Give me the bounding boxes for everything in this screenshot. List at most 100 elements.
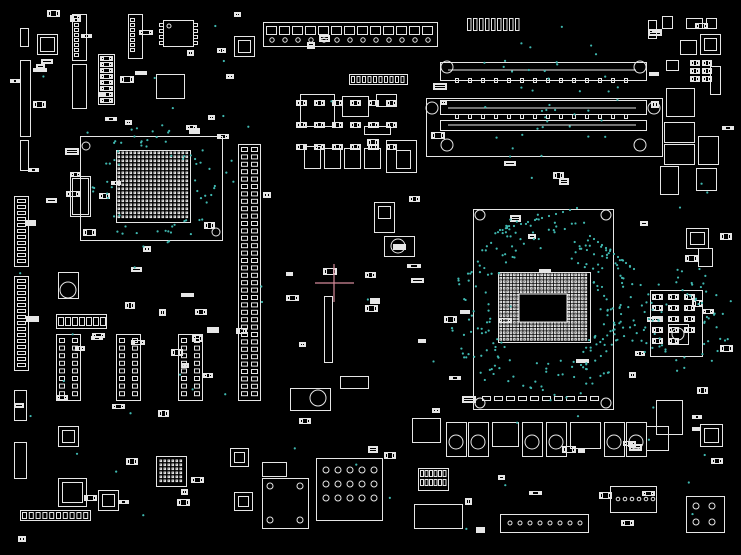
bga-ball xyxy=(149,167,153,171)
connector xyxy=(610,486,657,513)
smd-pad xyxy=(165,411,168,416)
via xyxy=(568,125,571,128)
bga-ball xyxy=(167,467,171,471)
header-pin xyxy=(409,26,420,35)
bga-ball xyxy=(121,199,125,203)
header-pin xyxy=(17,309,26,313)
header-pin xyxy=(241,235,248,241)
bga-ball xyxy=(161,155,165,159)
bga-ball xyxy=(530,290,533,294)
via xyxy=(588,244,591,247)
via xyxy=(535,362,538,365)
ic-pin xyxy=(193,35,198,39)
smd-pad xyxy=(77,16,80,21)
header-pin xyxy=(367,76,372,83)
bga-ball xyxy=(557,290,560,294)
bga-ball xyxy=(157,167,161,171)
bga-ball xyxy=(185,163,189,167)
bga-ball xyxy=(173,203,177,207)
io-pin xyxy=(370,494,378,502)
smd-pad xyxy=(109,75,112,78)
cpu-socket-frame xyxy=(473,209,614,410)
bga-ball xyxy=(574,287,577,290)
smd-pad xyxy=(529,235,535,238)
smd-component xyxy=(407,264,421,268)
smd-component xyxy=(722,126,734,130)
header-pin xyxy=(389,76,394,83)
bga-ball xyxy=(499,276,503,280)
via xyxy=(484,291,487,294)
via xyxy=(465,527,468,530)
ic-package xyxy=(56,334,81,401)
smd-pad xyxy=(685,306,688,310)
mount-hole xyxy=(266,482,274,490)
via xyxy=(501,228,504,232)
header-pin xyxy=(425,37,431,43)
component-outline xyxy=(342,96,369,117)
bga-ball xyxy=(129,215,133,219)
bga-ball xyxy=(506,297,509,300)
bga-ball xyxy=(121,159,125,163)
header-pin xyxy=(251,376,258,382)
bga-ball xyxy=(125,203,129,207)
via xyxy=(260,300,264,304)
via xyxy=(293,447,296,450)
via xyxy=(529,386,532,389)
header-pin xyxy=(251,346,258,352)
header-pin xyxy=(251,265,258,271)
bga-ball xyxy=(509,310,513,314)
bga-ball xyxy=(584,300,588,304)
via xyxy=(484,331,487,334)
bga-ball xyxy=(499,338,503,341)
bga-ball xyxy=(557,283,560,287)
bga-ball xyxy=(129,159,133,163)
smd-pad xyxy=(499,319,502,322)
header-pin xyxy=(17,241,26,245)
connector-pin xyxy=(527,520,533,526)
bga-ball xyxy=(157,187,161,191)
component-outline xyxy=(364,148,381,169)
header-pin xyxy=(292,26,303,35)
via xyxy=(555,61,558,64)
via xyxy=(568,208,572,212)
bga-ball xyxy=(513,290,516,294)
smd-pad xyxy=(703,61,706,65)
bga-ball xyxy=(570,331,574,334)
bga-ball xyxy=(141,199,145,203)
ic-pin xyxy=(72,391,78,397)
bga-ball xyxy=(157,171,161,175)
bga-ball xyxy=(574,280,577,283)
bga-ball xyxy=(157,215,161,219)
capacitor xyxy=(59,281,77,299)
smd-component xyxy=(498,318,512,323)
bga-ball xyxy=(581,338,584,341)
bga-ball xyxy=(181,179,185,183)
bga-ball xyxy=(185,215,189,219)
via xyxy=(590,44,593,47)
component-outline xyxy=(700,34,721,55)
header-pin xyxy=(17,351,26,355)
ic-pin xyxy=(159,23,164,27)
bga-ball xyxy=(516,283,520,287)
jumper-pin xyxy=(497,18,502,31)
bga-ball xyxy=(584,273,588,277)
smd-component xyxy=(702,60,712,66)
via xyxy=(19,272,22,275)
bga-ball xyxy=(502,293,506,297)
bga-ball xyxy=(577,331,581,334)
header-pin xyxy=(42,512,48,519)
capacitor xyxy=(448,434,464,450)
pad xyxy=(494,78,498,83)
bga-ball xyxy=(513,331,516,334)
header-pin xyxy=(17,199,26,203)
smd-pad xyxy=(366,306,369,311)
bga-ball xyxy=(173,199,177,203)
crosshair-icon xyxy=(315,264,354,302)
pad xyxy=(468,114,472,119)
bga-ball xyxy=(177,167,181,171)
header-pin xyxy=(241,169,248,175)
bga-ball xyxy=(577,297,581,300)
header-pin xyxy=(49,512,55,519)
